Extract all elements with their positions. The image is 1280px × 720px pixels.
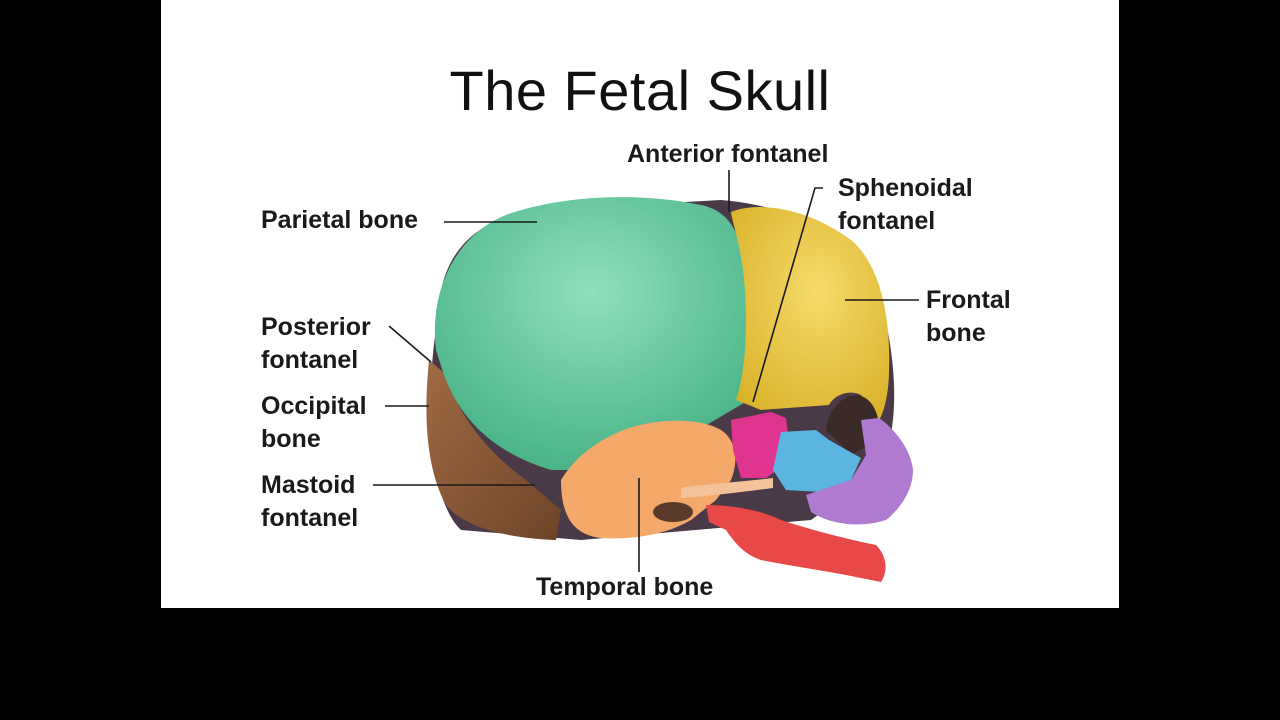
label-frontal-line1: Frontal	[926, 286, 1011, 314]
zygomatic-arch	[681, 478, 773, 498]
label-parietal-bone: Parietal bone	[261, 206, 418, 234]
occipital-bone	[426, 360, 561, 540]
label-mastoid-line1: Mastoid	[261, 471, 356, 499]
zygomatic-bone	[773, 430, 861, 492]
maxilla-bone	[806, 418, 913, 525]
label-anterior-fontanel: Anterior fontanel	[627, 140, 829, 168]
label-posterior-line1: Posterior	[261, 313, 371, 341]
label-frontal-line2: bone	[926, 319, 986, 347]
label-sphenoidal-line2: fontanel	[838, 207, 936, 235]
fetal-skull-diagram	[373, 170, 919, 582]
ear-canal	[653, 502, 693, 522]
parietal-bone	[434, 197, 750, 470]
label-occipital-line1: Occipital	[261, 392, 367, 420]
label-posterior-line2: fontanel	[261, 346, 359, 374]
bottom-bar	[161, 608, 1119, 720]
leader-posterior	[388, 325, 432, 363]
label-occipital-line2: bone	[261, 425, 321, 453]
mandible-bone	[706, 505, 886, 582]
slide-title: The Fetal Skull	[449, 59, 831, 122]
leader-lines	[373, 170, 919, 572]
label-temporal-bone: Temporal bone	[536, 573, 714, 601]
label-mastoid-line2: fontanel	[261, 504, 359, 532]
label-sphenoidal-line1: Sphenoidal	[838, 174, 973, 202]
leader-sphenoidal	[752, 187, 823, 403]
frontal-bone	[731, 207, 890, 420]
slide: The Fetal Skull	[161, 0, 1119, 608]
